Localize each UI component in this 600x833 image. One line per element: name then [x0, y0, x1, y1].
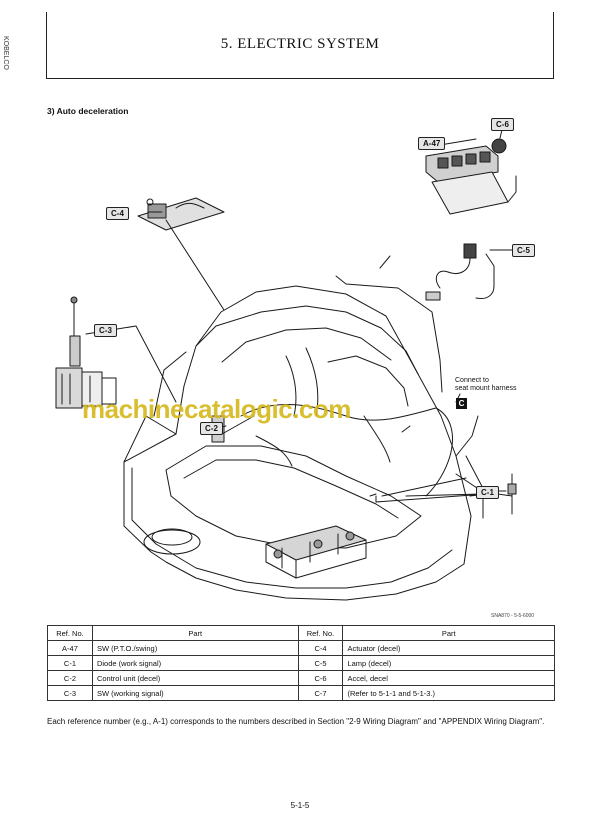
callout-c1: C-1 — [476, 486, 499, 499]
wiring-diagram: A-47 C-6 C-4 C-5 C-3 C-2 C-1 — [46, 116, 554, 622]
deck-plate — [165, 445, 422, 549]
callout-c4: C-4 — [106, 207, 129, 220]
edge-mark: KOBELCO — [2, 36, 9, 70]
callout-c2: C-2 — [200, 422, 223, 435]
section-heading: 3) Auto deceleration — [47, 106, 129, 116]
ref-cell: C-7 — [297, 685, 344, 701]
reference-table: Ref. No. Part Ref. No. Part A-47 SW (P.T… — [47, 625, 555, 701]
frame-outline — [123, 285, 472, 601]
accel-dial — [491, 138, 507, 154]
harness-rear — [425, 407, 453, 497]
ref-cell: C-5 — [297, 655, 344, 671]
connector-badge: C — [456, 398, 467, 409]
harness-main — [240, 404, 437, 421]
diode — [507, 473, 517, 515]
part-cell: Lamp (decel) — [342, 655, 555, 671]
cabin-frame — [195, 305, 419, 375]
part-cell: (Refer to 5-1-1 and 5-1-3.) — [342, 685, 555, 701]
part-cell: SW (working signal) — [91, 685, 299, 701]
left-control-valve — [55, 296, 117, 409]
connect-note: Connect to seat mount harness — [455, 377, 516, 393]
ref-cell: C-6 — [297, 670, 344, 686]
callout-a47: A-47 — [418, 137, 446, 150]
table-row: A-47 SW (P.T.O./swing) C-4 Actuator (dec… — [47, 640, 555, 656]
part-cell: Actuator (decel) — [342, 640, 555, 656]
connect-note-line2: seat mount harness — [455, 385, 517, 392]
page-title: 5. ELECTRIC SYSTEM — [220, 36, 380, 52]
callout-c5: C-5 — [512, 244, 535, 257]
part-cell: Control unit (decel) — [91, 670, 299, 686]
callout-c3: C-3 — [94, 324, 117, 337]
part-header: Part — [91, 625, 299, 641]
ref-header: Ref. No. — [297, 625, 344, 641]
ref-cell: C-1 — [47, 655, 93, 671]
table-row: C-2 Control unit (decel) C-6 Accel, dece… — [47, 670, 555, 686]
swing-bearing — [143, 529, 201, 555]
part-cell: Diode (work signal) — [91, 655, 299, 671]
table-row: C-3 SW (working signal) C-7 (Refer to 5-… — [47, 685, 555, 701]
connect-note-line1: Connect to — [455, 377, 489, 384]
ref-cell: C-4 — [297, 640, 344, 656]
diagram-drawing — [55, 129, 517, 601]
decel-lamp — [425, 243, 495, 301]
page-header: 5. ELECTRIC SYSTEM — [46, 12, 554, 79]
ref-cell: C-3 — [47, 685, 93, 701]
table-header-row: Ref. No. Part Ref. No. Part — [47, 625, 555, 641]
part-cell: SW (P.T.O./swing) — [91, 640, 299, 656]
ref-cell: C-2 — [47, 670, 93, 686]
table-row: C-1 Diode (work signal) C-5 Lamp (decel) — [47, 655, 555, 671]
part-header: Part — [342, 625, 555, 641]
ref-header: Ref. No. — [47, 625, 93, 641]
decel-actuator — [137, 197, 225, 231]
part-cell: Accel, decel — [342, 670, 555, 686]
figure-code: SNA870 - 5-5-6000 — [491, 613, 535, 619]
callout-c6: C-6 — [491, 118, 514, 131]
ref-cell: A-47 — [47, 640, 93, 656]
bottom-control-valve — [265, 525, 367, 579]
switch-panel — [425, 145, 517, 215]
watermark: machinecatalogic.com — [82, 394, 351, 424]
page-number: 5-1-5 — [290, 801, 310, 810]
reference-note: Each reference number (e.g., A-1) corres… — [47, 717, 545, 726]
